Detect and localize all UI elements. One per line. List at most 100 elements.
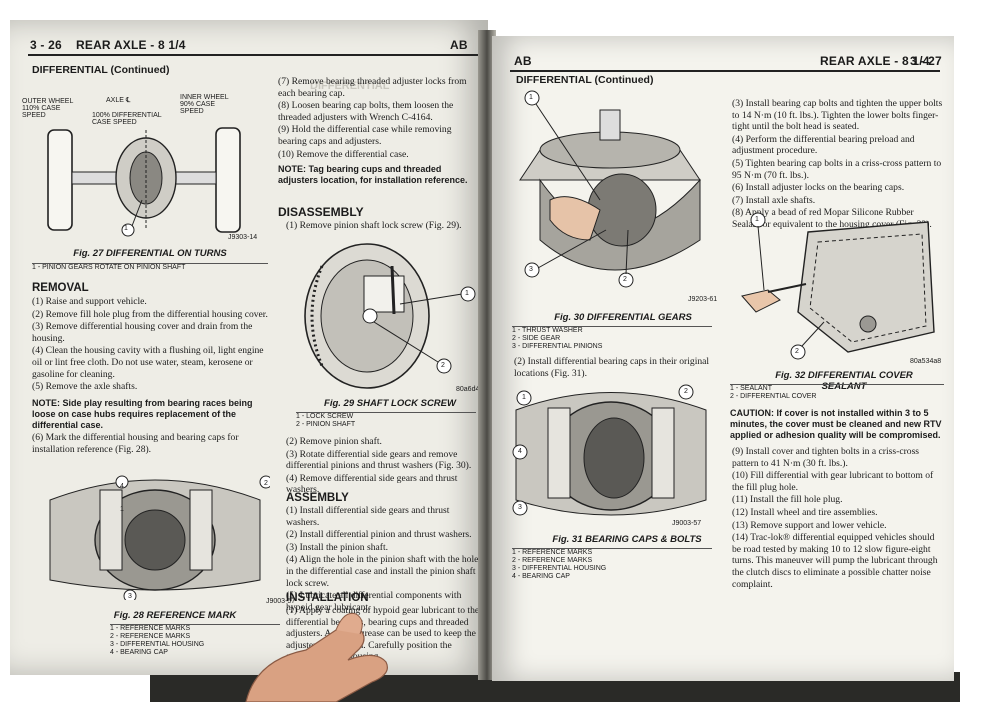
fig31-legend: 1 - REFERENCE MARKS 2 - REFERENCE MARKS …	[512, 548, 712, 581]
install-step: (6) Install adjuster locks on the bearin…	[732, 182, 905, 194]
fig32-callout-1: 1	[755, 216, 759, 223]
install-step: (13) Remove support and lower vehicle.	[732, 519, 887, 531]
removal-step-6: (6) Mark the differential housing and be…	[32, 432, 239, 455]
left-page-number: 3 - 26	[30, 38, 62, 52]
fig27-label-outer: OUTER WHEEL 110% CASE SPEED	[22, 98, 74, 119]
legend-item: 2 - SIDE GEAR	[512, 335, 561, 342]
disassembly-step: (3) Rotate differential side gears and r…	[286, 448, 472, 472]
fig27-legend: 1 - PINION GEARS ROTATE ON PINION SHAFT	[32, 263, 268, 272]
assembly-steps: (1) Install differential side gears and …	[286, 505, 480, 614]
fig30-differential-gears-diagram	[519, 90, 701, 288]
legend-item: 3 - DIFFERENTIAL PINIONS	[512, 343, 603, 350]
right-page: AB REAR AXLE - 8 1/4 3 - 27 DIFFERENTIAL…	[492, 36, 954, 681]
legend-item: 2 - DIFFERENTIAL COVER	[730, 393, 817, 400]
install-step: (5) Tighten bearing cap bolts in a criss…	[732, 157, 942, 181]
fig32-code: 80a534a8	[910, 358, 942, 365]
hand-holding-page	[245, 612, 388, 702]
disassembly-heading: DISASSEMBLY	[278, 205, 364, 219]
fig29-legend: 1 - LOCK SCREW 2 - PINION SHAFT	[296, 412, 476, 429]
removal-step: (3) Remove differential housing cover an…	[32, 321, 253, 344]
install-step: (4) Perform the differential bearing pre…	[732, 133, 915, 157]
disassembly-step-1: (1) Remove pinion shaft lock screw (Fig.…	[286, 220, 462, 231]
header-rule	[510, 70, 940, 72]
legend-item: 1 - THRUST WASHER	[512, 327, 583, 334]
fig28-code: J9003-57	[266, 598, 296, 605]
fig30-legend: 1 - THRUST WASHER 2 - SIDE GEAR 3 - DIFF…	[512, 326, 712, 351]
legend-item: 2 - REFERENCE MARKS	[110, 633, 191, 640]
left-page: DIFFERENTIAL 3 - 26 REAR AXLE - 8 1/4 AB…	[10, 20, 488, 675]
removal-step: (8) Loosen bearing cap bolts, them loose…	[278, 100, 454, 123]
fig27-code: J9303-14	[228, 234, 258, 241]
install-step: (8) Apply a bead of red Mopar Silicone R…	[732, 207, 932, 230]
fig29-caption: Fig. 29 SHAFT LOCK SCREW	[324, 398, 456, 409]
legend-item: 2 - REFERENCE MARKS	[512, 557, 593, 564]
fig32-caption: Fig. 32 DIFFERENTIAL COVER SEALANT	[775, 370, 913, 392]
fig31-bearing-caps-bolts-diagram	[512, 384, 707, 516]
fig32-callout-2: 2	[795, 348, 799, 355]
installation-heading: INSTALLATION	[286, 592, 369, 604]
fig28-callout-3: 3	[128, 593, 132, 600]
fig30-callout-1: 1	[529, 94, 533, 101]
assembly-heading: ASSEMBLY	[286, 492, 349, 504]
legend-item: 3 - DIFFERENTIAL HOUSING	[512, 565, 607, 572]
fig28-legend: 1 - REFERENCE MARKS 2 - REFERENCE MARKS …	[110, 624, 280, 657]
fig30-callout-3: 3	[529, 266, 533, 273]
fig28-reference-mark-diagram	[49, 475, 270, 600]
tag-bearing-note: NOTE: Tag bearing cups and threaded adju…	[278, 164, 468, 185]
fig27-label-case: 100% DIFFERENTIAL CASE SPEED	[92, 112, 162, 126]
assembly-step: (4) Align the hole in the pinion shaft w…	[286, 554, 479, 589]
fig31-callout-4: 4	[518, 448, 522, 455]
install-steps-3-8: (3) Install bearing cap bolts and tighte…	[732, 98, 944, 232]
install-step: (9) Install cover and tighten bolts in a…	[732, 446, 920, 469]
fig29-callout-1: 1	[465, 290, 469, 297]
legend-item: 1 - SEALANT	[730, 385, 773, 392]
left-header-title: REAR AXLE - 8 1/4	[76, 38, 186, 52]
install-step: (12) Install wheel and tire assemblies.	[732, 506, 878, 518]
fig27-differential-diagram	[47, 127, 241, 237]
install-steps-9-14: (9) Install cover and tighten bolts in a…	[732, 446, 944, 591]
assembly-step: (5) Lubricate all differential component…	[286, 590, 462, 613]
fig31-code: J9003-57	[672, 520, 702, 527]
fig29-callout-2: 2	[441, 362, 445, 369]
install-step: (7) Install axle shafts.	[732, 194, 816, 206]
install-step: (3) Install bearing cap bolts and tighte…	[732, 98, 943, 133]
assembly-step: (3) Install the pinion shaft.	[286, 541, 389, 553]
fig31-callout-3: 3	[518, 504, 522, 511]
caution-note: CAUTION: If cover is not installed withi…	[730, 408, 942, 440]
fig28-caption: Fig. 28 REFERENCE MARK	[113, 610, 237, 621]
fig27-caption: Fig. 27 DIFFERENTIAL ON TURNS	[73, 248, 227, 259]
right-page-number: 3 - 27	[910, 54, 942, 68]
legend-item: 1 - LOCK SCREW	[296, 413, 354, 420]
fig31-callout-1: 1	[522, 394, 526, 401]
left-section-title: DIFFERENTIAL (Continued)	[32, 64, 170, 76]
legend-item: 1 - PINION GEARS ROTATE ON PINION SHAFT	[32, 264, 186, 271]
fig28-callout-1: 1	[120, 506, 124, 513]
removal-step: (7) Remove bearing threaded adjuster loc…	[278, 76, 467, 99]
fig27-callout-1: 1	[124, 225, 128, 232]
fig30-callout-2: 2	[623, 276, 627, 283]
removal-step: (9) Hold the differential case while rem…	[278, 124, 452, 147]
removal-step: (4) Clean the housing cavity with a flus…	[32, 345, 264, 380]
install-caps-step: (2) Install differential bearing caps in…	[514, 356, 710, 379]
fig30-code: J9203-61	[688, 296, 718, 303]
fig27-label-axle: AXLE ℄	[106, 97, 131, 104]
assembly-step: (1) Install differential side gears and …	[286, 505, 450, 528]
fig30-caption: Fig. 30 DIFFERENTIAL GEARS	[554, 312, 692, 323]
header-rule	[28, 54, 478, 56]
legend-item: 4 - BEARING CAP	[110, 649, 168, 656]
left-header-code: AB	[450, 38, 468, 52]
fig28-callout-4: 4	[120, 483, 124, 490]
install-step: (14) Trac-lok® differential equipped veh…	[732, 532, 938, 590]
removal-step: (2) Remove fill hole plug from the diffe…	[32, 308, 268, 320]
removal-step: (10) Remove the differential case.	[278, 148, 409, 160]
fig32-legend: 1 - SEALANT 2 - DIFFERENTIAL COVER	[730, 384, 944, 401]
right-header-title: REAR AXLE - 8 1/4	[820, 54, 930, 68]
book-gutter	[478, 30, 496, 680]
legend-item: 2 - PINION SHAFT	[296, 421, 356, 428]
bleed-through-text: DIFFERENTIAL	[310, 80, 390, 92]
fig31-caption: Fig. 31 BEARING CAPS & BOLTS	[552, 534, 702, 545]
disassembly-steps: (2) Remove pinion shaft. (3) Rotate diff…	[286, 436, 480, 497]
removal-heading: REMOVAL	[32, 282, 89, 294]
fig28-callout-2: 2	[264, 480, 268, 487]
